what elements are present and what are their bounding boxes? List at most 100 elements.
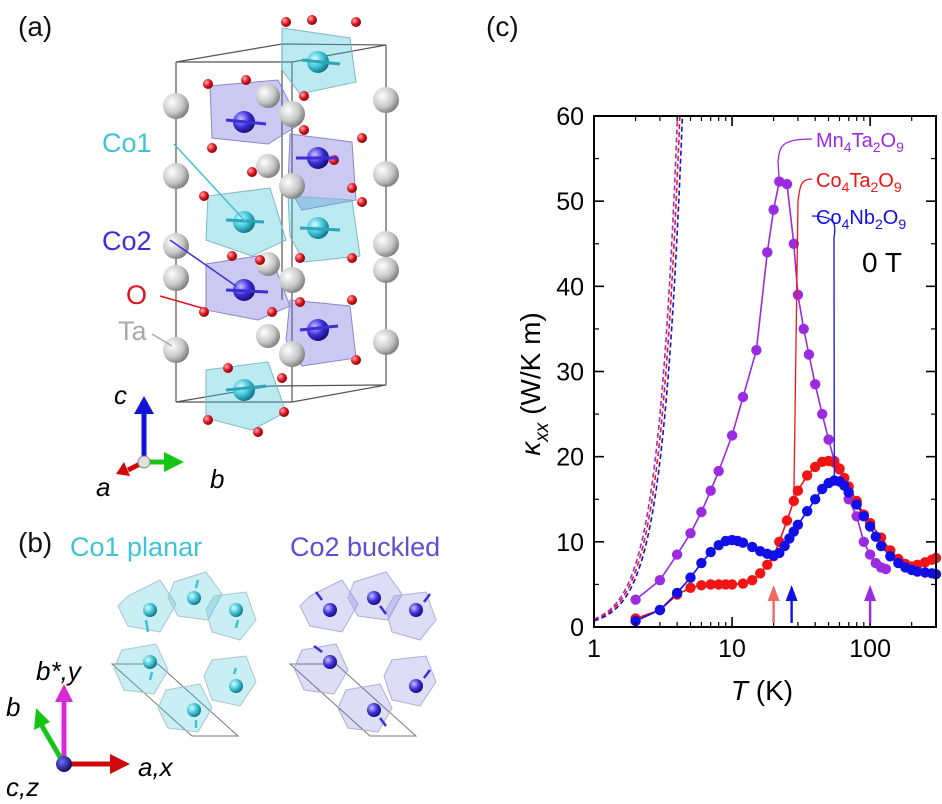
data-point: [810, 494, 821, 505]
data-point: [858, 536, 869, 547]
honeycomb-layers: Co1 planar Co2 buckled: [6, 532, 440, 802]
x-tick-label: 100: [849, 635, 891, 663]
axis-a-label: a: [96, 472, 110, 502]
x-tick-label: 1: [587, 635, 601, 663]
legend-leader-0: [777, 138, 813, 182]
phonon-limit-line-2: [594, 116, 684, 622]
data-point: [630, 594, 641, 605]
legend-label-0: Mn4Ta2O9: [816, 130, 904, 155]
data-point: [802, 470, 813, 481]
data-point: [713, 465, 724, 477]
y-axis-subscript: xx: [532, 421, 553, 443]
data-point: [823, 434, 834, 445]
data-point: [810, 379, 821, 390]
data-point: [685, 572, 696, 583]
co2-buckled-title: Co2 buckled: [290, 532, 440, 562]
legend-label-2: Co4Nb2O9: [816, 207, 906, 232]
data-point: [737, 578, 749, 589]
data-point: [630, 615, 641, 627]
data-point: [654, 604, 666, 616]
y-axis-title: κxx (W/K m): [515, 312, 553, 455]
axis-c-label: c: [114, 380, 127, 410]
series-line-0: [635, 180, 887, 601]
data-point: [834, 463, 845, 474]
panel-label-c: (c): [486, 11, 519, 42]
y-tick-label: 30: [556, 359, 584, 387]
data-point: [671, 549, 683, 560]
data-point: [696, 580, 707, 591]
unit-cell-outline: [175, 43, 387, 403]
data-point: [696, 506, 707, 518]
panel-label-a: (a): [18, 11, 52, 42]
data-point: [817, 408, 828, 420]
data-point: [671, 587, 683, 599]
co1-atoms: [225, 51, 341, 401]
crystal-structure: Co1 Co2 O Ta c a b: [96, 15, 399, 502]
data-point: [747, 575, 758, 586]
axes-triad-a: [116, 396, 184, 476]
data-point: [858, 511, 869, 522]
y-tick-label: 0: [570, 614, 584, 642]
data-point: [705, 546, 716, 558]
data-point: [768, 204, 779, 215]
data-point: [912, 566, 923, 577]
y-axis-symbol: κ: [515, 440, 546, 456]
y-tick-label: 50: [556, 188, 584, 216]
data-point: [870, 531, 881, 542]
x-tick-label: 10: [718, 635, 746, 663]
phonon-limit-line-1: [594, 116, 681, 621]
data-point: [792, 289, 804, 300]
chart-curves: [594, 116, 937, 622]
data-point: [654, 575, 666, 586]
axis-cz-label: c,z: [6, 772, 39, 802]
y-axis-unit: (W/K m): [515, 312, 546, 415]
data-point: [788, 238, 799, 249]
data-point: [726, 430, 738, 441]
data-point: [705, 579, 716, 590]
data-point: [885, 551, 896, 562]
y-tick-label: 40: [556, 273, 584, 301]
data-point: [792, 485, 804, 496]
y-tick-label: 10: [556, 529, 584, 557]
co1-planar-title: Co1 planar: [70, 532, 202, 562]
data-point: [747, 541, 758, 553]
legend-leader-2: [811, 215, 836, 481]
data-point: [781, 178, 793, 190]
data-point: [726, 579, 738, 590]
x-axis-symbol: T: [731, 675, 750, 706]
legend-label-1: Co4Ta2O9: [816, 170, 902, 195]
data-point: [792, 519, 804, 530]
co2-buckled-layer: [288, 571, 437, 737]
co2-label: Co2: [102, 226, 152, 256]
data-point: [843, 487, 854, 498]
data-point: [685, 582, 696, 593]
phonon-limit-line-0: [594, 116, 679, 620]
data-point: [751, 345, 762, 356]
data-point: [762, 559, 773, 570]
ta-atoms: [163, 84, 399, 367]
co2-atoms: [225, 111, 339, 341]
data-point: [762, 247, 773, 258]
data-point: [705, 485, 716, 496]
co1-planar-layer: [110, 571, 257, 737]
legend-field-label: 0 T: [862, 247, 902, 278]
data-point: [864, 521, 876, 532]
y-tick-label: 60: [556, 103, 584, 131]
legend-leader-1: [793, 178, 813, 502]
data-point: [851, 499, 862, 510]
data-point: [779, 540, 790, 552]
data-point: [802, 506, 813, 517]
data-point: [696, 557, 707, 569]
data-point: [880, 563, 892, 575]
data-point: [864, 549, 876, 560]
x-axis-title: T (K): [731, 675, 793, 706]
x-axis-unit: (K): [756, 675, 793, 706]
o-atoms: [199, 15, 367, 437]
transition-arrow-head: [864, 585, 877, 601]
data-point: [685, 528, 696, 539]
chart-points: [630, 176, 942, 627]
data-point: [755, 568, 766, 579]
